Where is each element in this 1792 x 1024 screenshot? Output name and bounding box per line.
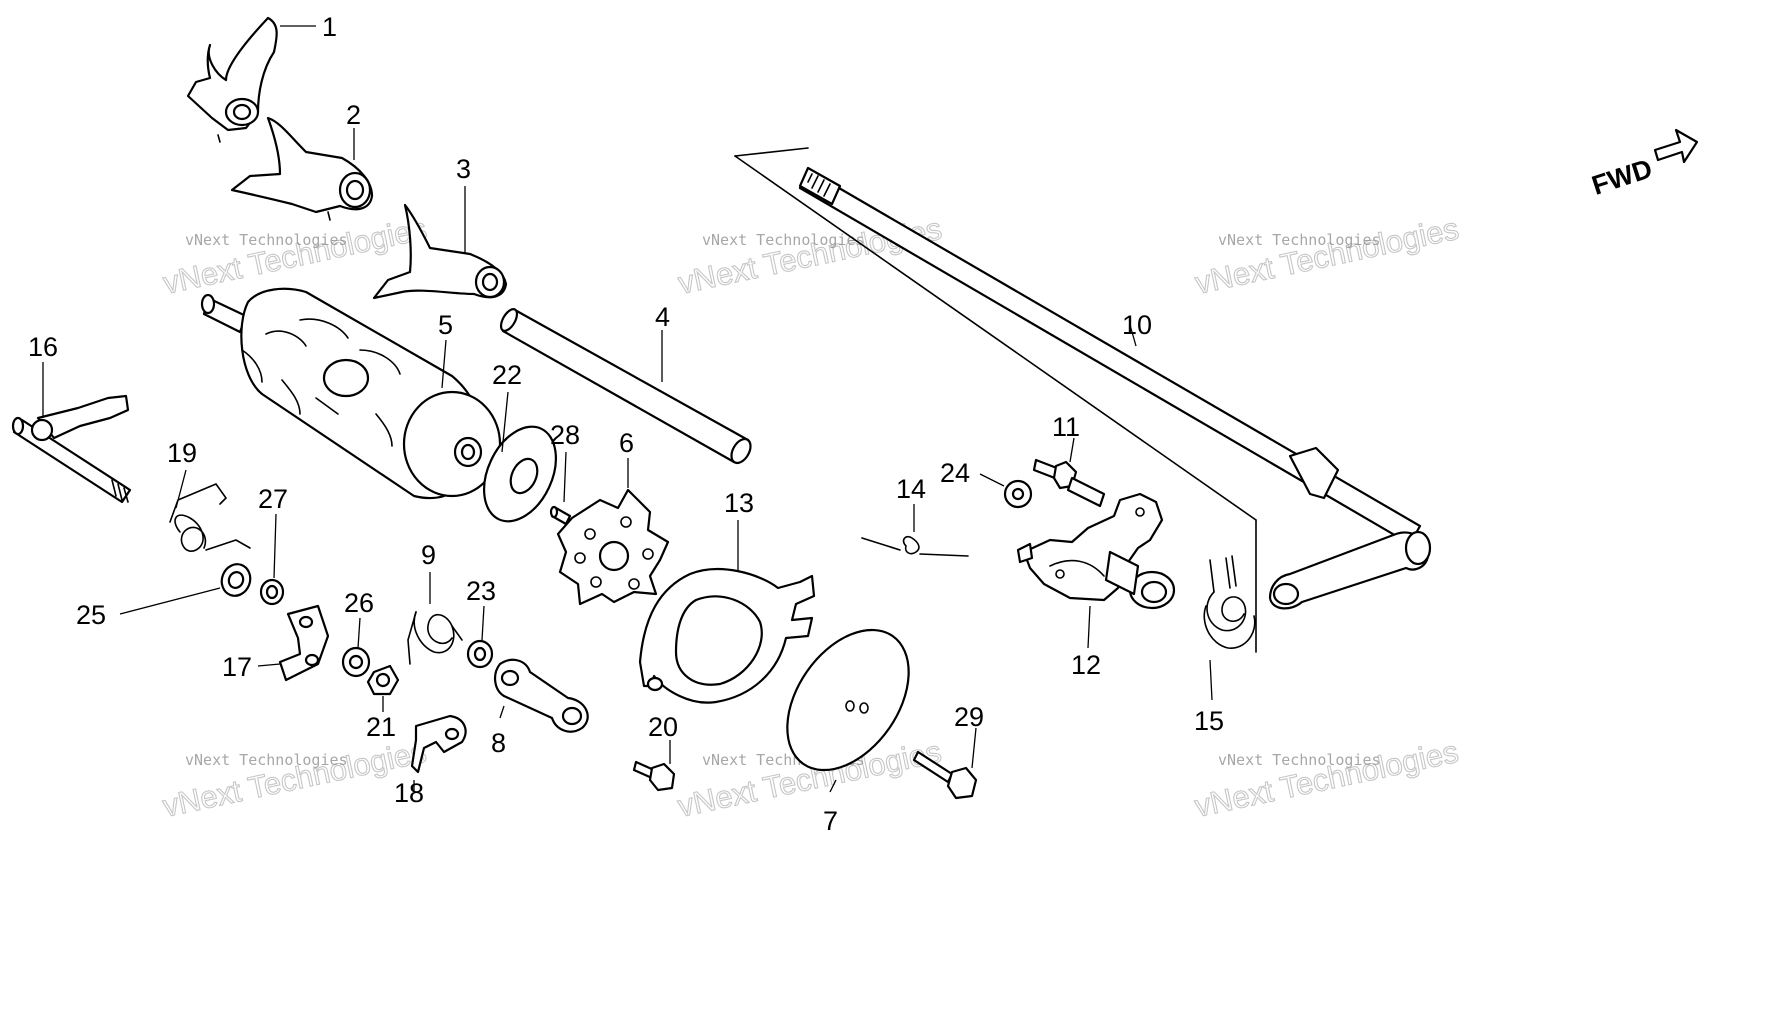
callout-16: 16 <box>28 332 58 362</box>
part-24-washer <box>979 473 1033 509</box>
callout-3: 3 <box>456 154 471 184</box>
callout-2: 2 <box>346 100 361 130</box>
callout-5: 5 <box>438 310 453 340</box>
part-27-collar <box>259 513 285 606</box>
part-6-drum-center <box>556 458 670 606</box>
watermark-top-center: vNext Technologies vNext Technologies <box>675 210 946 301</box>
callout-23: 23 <box>466 576 496 606</box>
callout-18: 18 <box>394 778 424 808</box>
part-10-gearshift-spindle <box>734 147 1432 653</box>
part-16-shift-arm <box>11 362 132 504</box>
callout-27: 27 <box>258 484 288 514</box>
callout-4: 4 <box>655 302 670 332</box>
part-21-nut <box>366 664 400 712</box>
callout-19: 19 <box>167 438 197 468</box>
callout-7: 7 <box>823 806 838 836</box>
callout-8: 8 <box>491 728 506 758</box>
part-26-washer <box>341 617 371 678</box>
part-23-washer <box>466 605 494 669</box>
part-9-spring <box>407 572 463 665</box>
watermark-small-text: vNext Technologies <box>1218 751 1381 769</box>
part-8-stopper-arm <box>494 658 589 733</box>
part-14-spring <box>861 504 969 557</box>
part-29-bolt <box>912 727 978 800</box>
callout-12: 12 <box>1071 650 1101 680</box>
watermark-bottom-right: vNext Technologies vNext Technologies <box>1191 733 1462 824</box>
watermark-small-text: vNext Technologies <box>185 231 348 249</box>
part-5-shift-drum <box>200 287 502 500</box>
callout-26: 26 <box>344 588 374 618</box>
watermark-big-text: vNext Technologies <box>1192 734 1462 824</box>
callout-15: 15 <box>1194 706 1224 736</box>
part-3-shift-fork <box>372 186 508 300</box>
fwd-indicator: FWD <box>1588 128 1699 201</box>
callout-24: 24 <box>940 458 970 488</box>
part-28-pin <box>549 451 572 526</box>
callout-1: 1 <box>322 12 337 42</box>
part-17-bracket <box>257 604 330 682</box>
watermark-bottom-left: vNext Technologies vNext Technologies <box>159 733 430 824</box>
fwd-label: FWD <box>1588 153 1656 201</box>
callout-29: 29 <box>954 702 984 732</box>
callout-9: 9 <box>421 540 436 570</box>
callout-28: 28 <box>550 420 580 450</box>
callout-14: 14 <box>896 474 926 504</box>
fwd-arrow-icon <box>1653 128 1699 164</box>
callout-17: 17 <box>222 652 252 682</box>
watermark-small-text: vNext Technologies <box>1218 231 1381 249</box>
part-2-shift-fork <box>230 116 374 221</box>
callout-22: 22 <box>492 360 522 390</box>
callout-20: 20 <box>648 712 678 742</box>
part-25-washer <box>119 563 252 615</box>
part-18-stopper <box>410 714 467 792</box>
watermark-top-right: vNext Technologies vNext Technologies <box>1192 210 1463 301</box>
callout-10: 10 <box>1122 310 1152 340</box>
part-1-shift-fork <box>186 16 316 143</box>
part-11-bolt <box>1032 437 1106 508</box>
watermark-big-text: vNext Technologies <box>1192 211 1462 301</box>
part-22-washer <box>483 391 557 523</box>
watermark-big-text: vNext Technologies <box>675 211 945 301</box>
callout-13: 13 <box>724 488 754 518</box>
part-15-return-spring <box>1203 555 1256 701</box>
part-13-guide-plate <box>638 520 816 704</box>
callout-11: 11 <box>1052 412 1080 442</box>
callout-6: 6 <box>619 428 634 458</box>
callout-labels: 1 2 3 4 5 6 7 8 9 10 11 12 13 14 15 16 1… <box>28 12 1224 836</box>
part-4-shaft <box>499 308 752 465</box>
watermark-big-text: vNext Technologies <box>160 734 430 824</box>
part-19-spring <box>169 469 251 552</box>
callout-25: 25 <box>76 600 106 630</box>
part-7-cover-plate <box>786 628 910 793</box>
part-12-shift-arm <box>1016 492 1176 649</box>
watermark-small-text: vNext Technologies <box>185 751 348 769</box>
part-20-bolt <box>632 740 676 792</box>
watermark-small-text: vNext Technologies <box>702 231 865 249</box>
callout-21: 21 <box>366 712 396 742</box>
